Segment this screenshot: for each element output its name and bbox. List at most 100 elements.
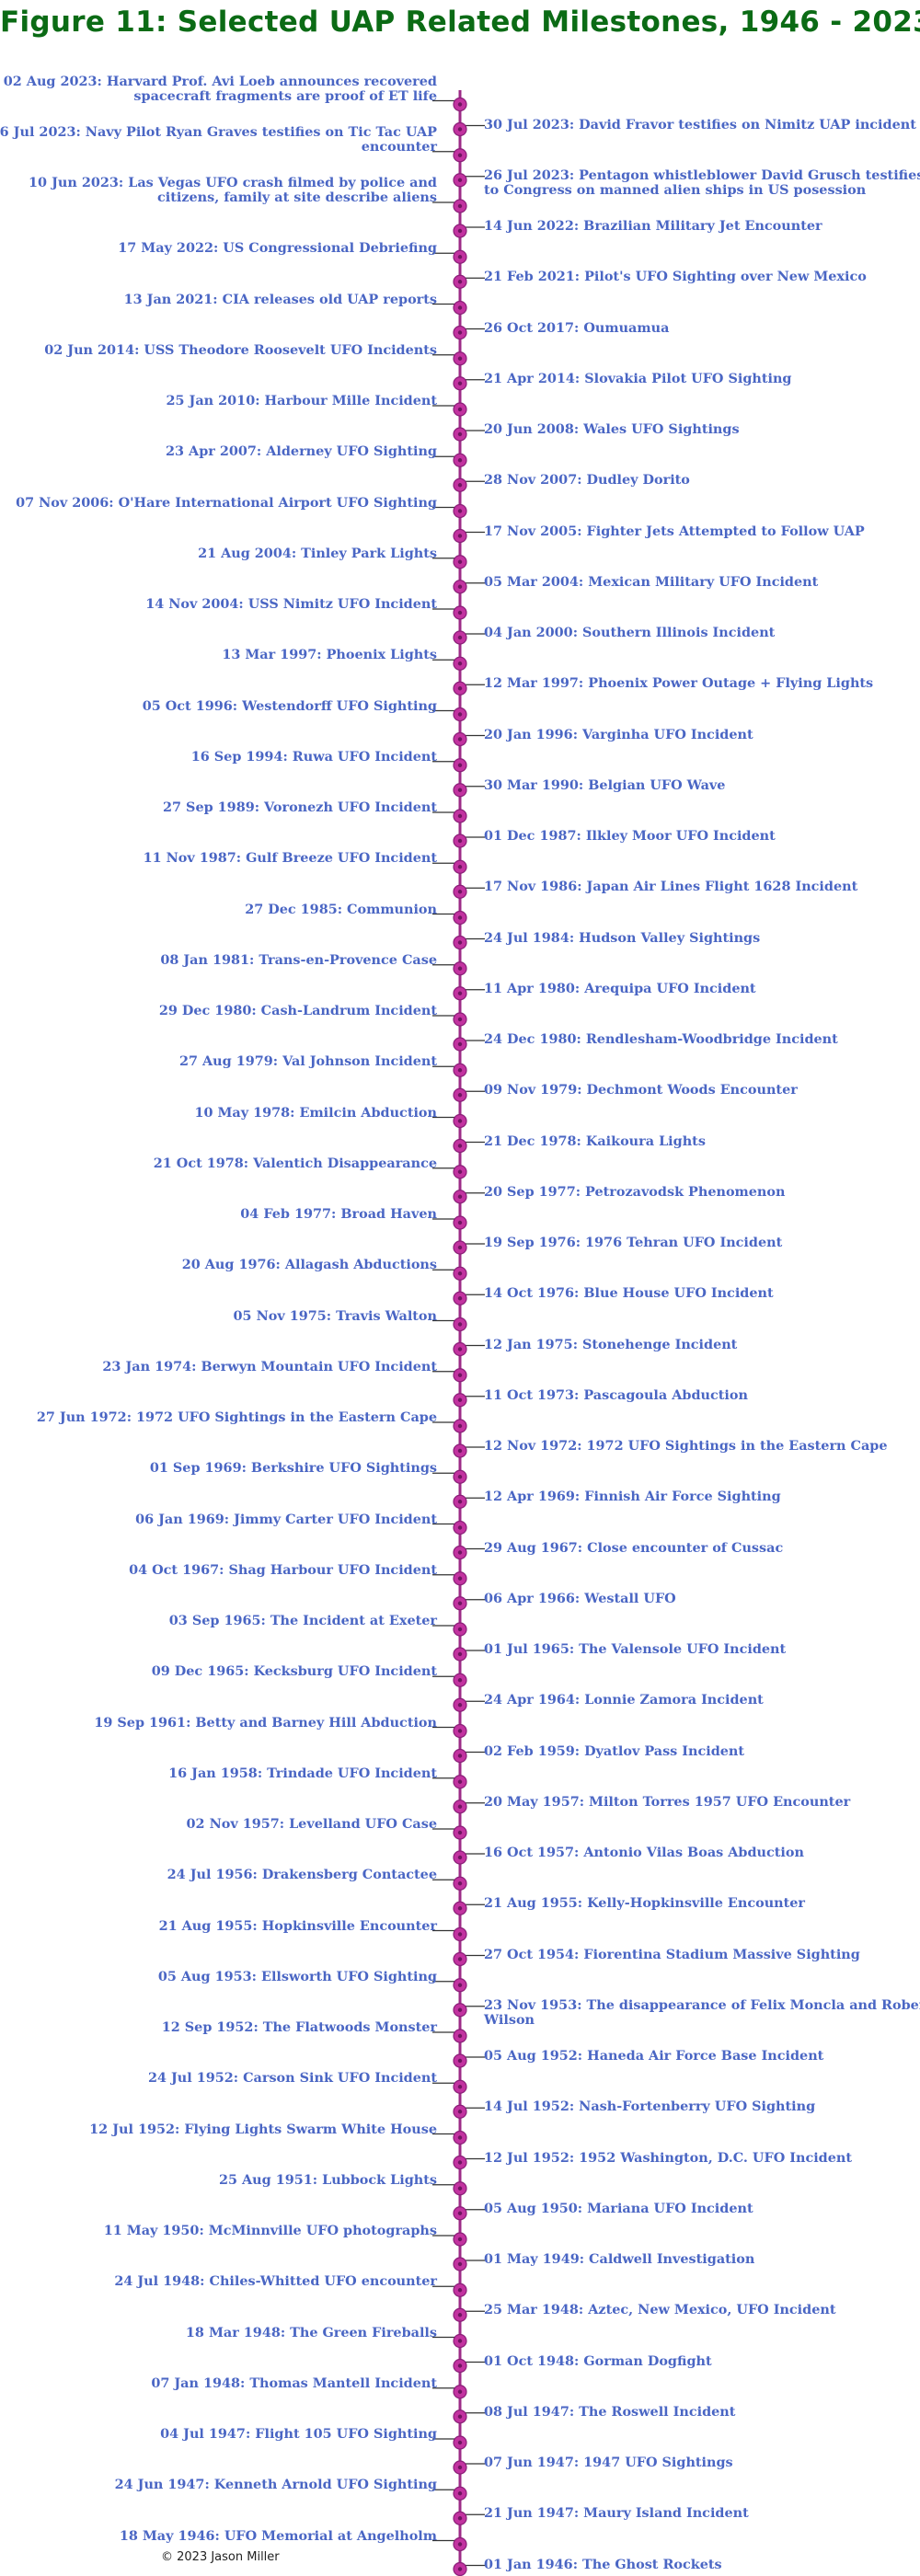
event-marker-dot	[457, 1169, 463, 1174]
event-marker-dot	[457, 1525, 463, 1530]
event-marker-dot	[457, 255, 463, 259]
event-marker-dot	[457, 1576, 463, 1581]
event-marker-dot	[457, 2363, 463, 2368]
event-marker-dot	[457, 228, 463, 234]
event-marker-dot	[457, 1068, 463, 1073]
right-event-label: 21 Apr 2014: Slovakia Pilot UFO Sighting	[484, 370, 792, 386]
right-event-label: 21 Aug 1955: Kelly-Hopkinsville Encounte…	[484, 1895, 806, 1912]
left-event-label: 06 Jan 1969: Jimmy Carter UFO Incident	[135, 1511, 437, 1527]
event-marker-dot	[457, 102, 463, 107]
right-event-label: 09 Nov 1979: Dechmont Woods Encounter	[484, 1082, 798, 1098]
event-marker-dot	[457, 2313, 463, 2317]
right-event-label: 21 Jun 1947: Maury Island Incident	[484, 2505, 749, 2522]
event-marker-dot	[457, 2491, 463, 2496]
event-marker-dot	[457, 584, 463, 589]
event-marker-dot	[457, 1347, 463, 1351]
left-event-label: 01 Sep 1969: Berkshire UFO Sightings	[149, 1460, 437, 1477]
event-marker-dot	[457, 2237, 463, 2242]
event-marker-dot	[457, 559, 463, 564]
event-marker-dot	[457, 2033, 463, 2039]
event-marker-dot	[457, 305, 463, 310]
right-event-label: 27 Oct 1954: Fiorentina Stadium Massive …	[484, 1946, 860, 1962]
right-event-label: 01 Oct 1948: Gorman Dogfight	[484, 2352, 712, 2369]
event-marker-dot	[457, 1983, 463, 1987]
event-marker-dot	[457, 1703, 463, 1708]
left-event-label: 04 Feb 1977: Broad Haven	[240, 1206, 437, 1222]
event-marker-dot	[457, 1651, 463, 1657]
event-marker-dot	[457, 1855, 463, 1860]
right-event-label: 14 Jul 1952: Nash-Fortenberry UFO Sighti…	[484, 2099, 816, 2115]
event-marker-dot	[457, 1881, 463, 1886]
left-event-label: 11 Nov 1987: Gulf Breeze UFO Incident	[143, 850, 437, 867]
event-marker-dot	[457, 1322, 463, 1327]
event-marker-dot	[457, 1550, 463, 1555]
right-event-label: 24 Apr 1964: Lonnie Zamora Incident	[484, 1692, 764, 1708]
left-event-label: 27 Sep 1989: Voronezh UFO Incident	[163, 799, 437, 815]
event-marker-dot	[457, 1729, 463, 1733]
left-event-label: 18 Mar 1948: The Green Fireballs	[185, 2324, 437, 2340]
left-event-label: 18 May 1946: UFO Memorial at Angelholm	[119, 2527, 437, 2544]
event-marker-dot	[457, 407, 463, 412]
event-marker-dot	[457, 737, 463, 742]
left-event-label: 02 Jun 2014: USS Theodore Roosevelt UFO …	[44, 341, 437, 358]
event-marker-dot	[457, 1017, 463, 1022]
left-event-label: 04 Jul 1947: Flight 105 UFO Sighting	[160, 2426, 437, 2442]
event-marker-dot	[457, 1296, 463, 1301]
event-marker-dot	[457, 635, 463, 640]
event-marker-dot	[457, 356, 463, 361]
event-marker-dot	[457, 940, 463, 945]
event-marker-dot	[457, 763, 463, 767]
left-event-label: 07 Nov 2006: O'Hare International Airpor…	[16, 494, 437, 511]
event-marker-dot	[457, 1627, 463, 1632]
event-marker-dot	[457, 381, 463, 385]
right-event-label: 24 Jul 1984: Hudson Valley Sightings	[484, 929, 761, 946]
left-event-label: 05 Aug 1953: Ellsworth UFO Sighting	[157, 1968, 437, 1984]
left-event-label: 05 Nov 1975: Travis Walton	[233, 1307, 437, 1324]
right-event-label: 16 Oct 1957: Antonio Vilas Boas Abductio…	[484, 1845, 804, 1860]
left-event-label: 24 Jul 1952: Carson Sink UFO Incident	[147, 2070, 437, 2087]
left-event-label: 02 Aug 2023: Harvard Prof. Avi Loeb anno…	[3, 73, 437, 104]
left-event-label: 27 Aug 1979: Val Johnson Incident	[178, 1053, 437, 1070]
event-marker-dot	[457, 966, 463, 971]
event-marker-dot	[457, 458, 463, 463]
right-event-label: 14 Oct 1976: Blue House UFO Incident	[484, 1285, 774, 1302]
event-marker-dot	[457, 2135, 463, 2140]
left-event-label: 24 Jul 1948: Chiles-Whitted UFO encounte…	[114, 2273, 437, 2290]
right-event-label: 11 Oct 1973: Pascagoula Abduction	[484, 1386, 748, 1403]
event-marker-dot	[457, 1754, 463, 1758]
event-marker-dot	[457, 788, 463, 792]
left-event-label: 13 Mar 1997: Phoenix Lights	[222, 647, 437, 663]
event-marker-dot	[457, 1601, 463, 1605]
left-event-label: 10 May 1978: Emilcin Abduction	[194, 1104, 437, 1121]
right-event-label: 12 Mar 1997: Phoenix Power Outage + Flyi…	[484, 675, 874, 692]
event-marker-dot	[457, 1245, 463, 1250]
left-event-label: 14 Nov 2004: USS Nimitz UFO Incident	[145, 596, 437, 612]
right-event-label: 24 Dec 1980: Rendlesham-Woodbridge Incid…	[484, 1031, 838, 1047]
left-event-label: 19 Sep 1961: Betty and Barney Hill Abduc…	[94, 1714, 437, 1731]
event-marker-dot	[457, 1423, 463, 1429]
event-marker-dot	[457, 1804, 463, 1809]
event-marker-dot	[457, 2414, 463, 2419]
left-event-label: 21 Oct 1978: Valentich Disappearance	[153, 1155, 437, 1171]
event-marker-dot	[457, 1144, 463, 1148]
event-marker-dot	[457, 1041, 463, 1047]
right-event-label: 01 May 1949: Caldwell Investigation	[484, 2251, 755, 2267]
right-event-label: 04 Jan 2000: Southern Illinois Incident	[484, 625, 776, 640]
right-event-label: 20 May 1957: Milton Torres 1957 UFO Enco…	[484, 1793, 851, 1810]
event-marker-dot	[457, 2007, 463, 2012]
event-marker-dot	[457, 509, 463, 513]
event-marker-dot	[457, 431, 463, 437]
left-event-label: 24 Jul 1956: Drakensberg Contactee	[167, 1867, 437, 1883]
right-event-label: 23 Nov 1953: The disappearance of Felix …	[484, 1996, 920, 2028]
left-event-label: 21 Aug 2004: Tinley Park Lights	[198, 545, 437, 561]
right-event-label: 06 Apr 1966: Westall UFO	[484, 1590, 676, 1606]
event-marker-dot	[457, 991, 463, 995]
left-event-label: 16 Jan 1958: Trindade UFO Incident	[168, 1765, 437, 1781]
left-event-label: 05 Oct 1996: Westendorff UFO Sighting	[142, 697, 437, 714]
event-marker-dot	[457, 2567, 463, 2571]
left-event-label: 12 Sep 1952: The Flatwoods Monster	[161, 2019, 437, 2035]
event-marker-dot	[457, 2110, 463, 2114]
event-marker-dot	[457, 1678, 463, 1683]
event-marker-dot	[457, 610, 463, 615]
right-event-label: 01 Jan 1946: The Ghost Rockets	[484, 2556, 722, 2572]
